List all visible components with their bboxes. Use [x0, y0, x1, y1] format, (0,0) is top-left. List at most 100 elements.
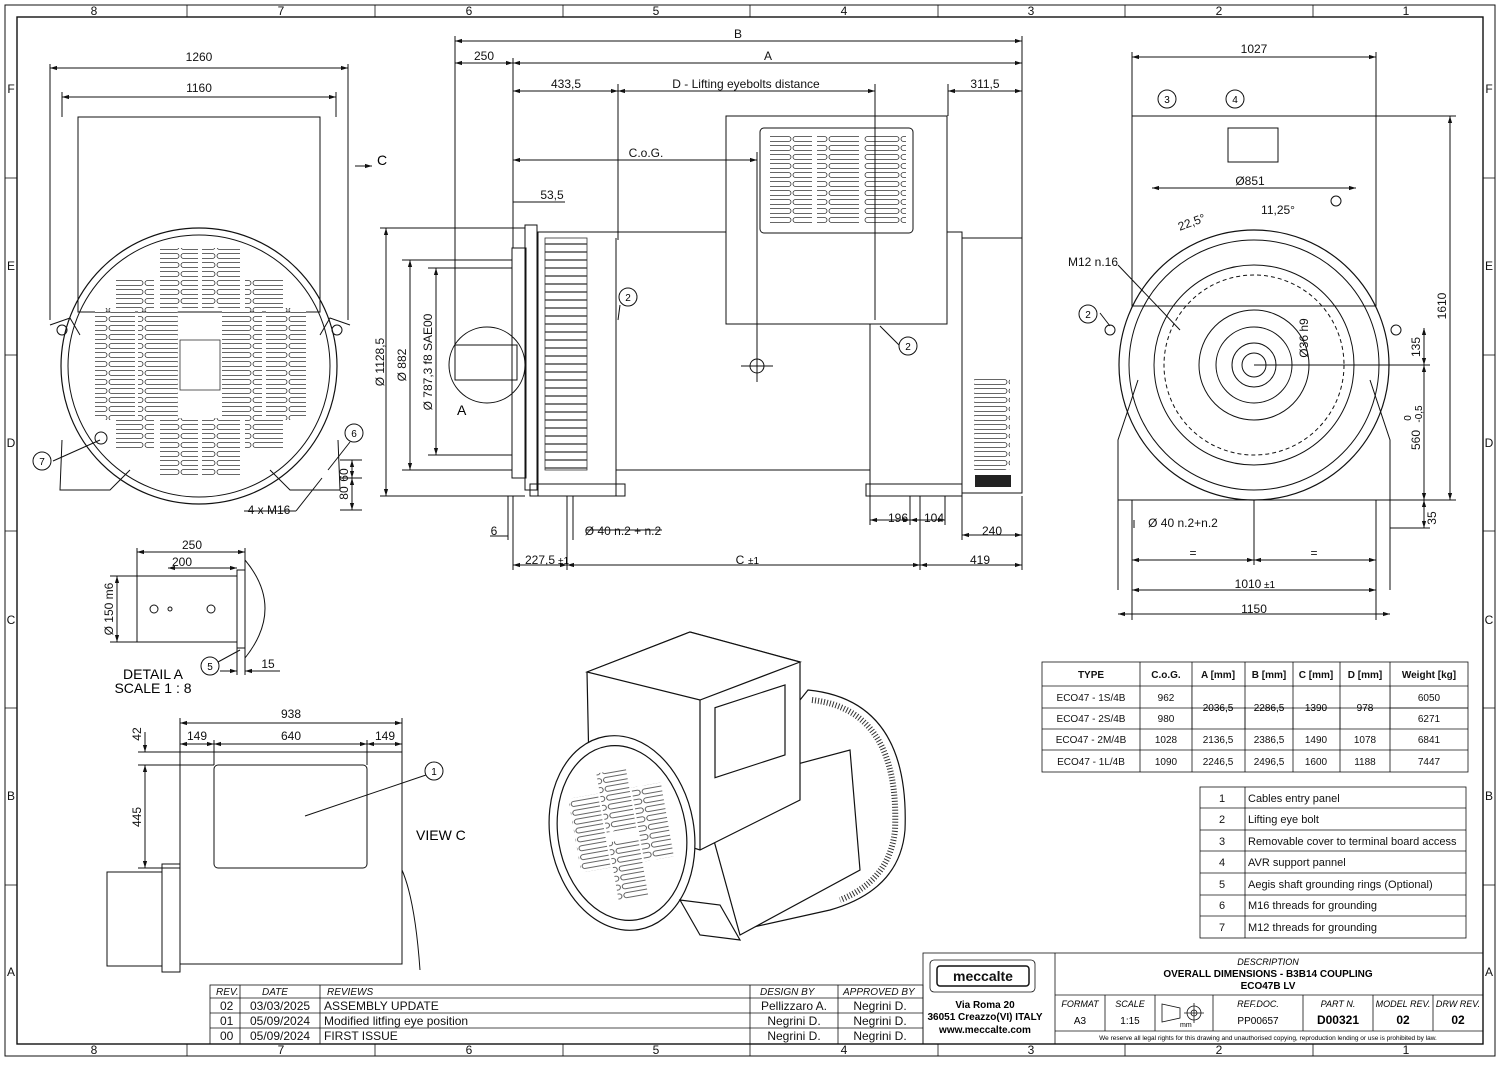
rev-cell: Pellizzaro A.: [761, 999, 827, 1013]
table-cell-a: 2036,5: [1203, 703, 1234, 714]
rev-cell: Negrini D.: [853, 1014, 906, 1028]
thread-note: 4 x M16: [248, 503, 291, 517]
table-cell-cog: 962: [1158, 693, 1175, 704]
dim-dia-787: Ø 787,3 f8 SAE00: [421, 313, 435, 410]
dim-C: C: [736, 553, 745, 567]
dim-433-5: 433,5: [551, 77, 581, 91]
modelrev-value: 02: [1396, 1013, 1410, 1027]
table-cell-type: ECO47 - 1S/4B: [1057, 693, 1126, 704]
dim-equal: =: [1189, 546, 1196, 560]
column-label: 8: [91, 4, 98, 18]
dim-A: A: [764, 49, 772, 63]
row-label: E: [7, 259, 15, 273]
company-logo-badge: [936, 965, 1030, 987]
revision-table: REV. DATE REVIEWS DESIGN BY APPROVED BY …: [209, 984, 924, 1045]
rev-header: DESIGN BY: [760, 987, 816, 998]
dim-dia-36: Ø36 h9: [1297, 318, 1311, 358]
description-line2: ECO47B LV: [1241, 981, 1296, 992]
front-louver-group: [138, 308, 178, 420]
dim-149: 149: [187, 729, 207, 743]
callout-number: 3: [1164, 95, 1170, 106]
callout-6: [344, 423, 364, 443]
rev-header: APPROVED BY: [842, 987, 916, 998]
rev-cell: Negrini D.: [767, 1014, 820, 1028]
column-label: 2: [1216, 1043, 1223, 1057]
column-label: 4: [841, 1043, 848, 1057]
rev-cell: 05/09/2024: [250, 1029, 310, 1043]
callout-number: 2: [905, 342, 911, 353]
dim-104: 104: [924, 511, 944, 525]
rev-header: DATE: [262, 987, 288, 998]
side-louver-group: [864, 134, 906, 226]
iso-louver-group: [608, 837, 649, 902]
front-louver-group: [266, 308, 306, 420]
row-label: E: [1485, 259, 1493, 273]
dim-560: 560: [1409, 430, 1423, 450]
dim-cog: C.o.G.: [629, 146, 664, 160]
table-header-a: A [mm]: [1201, 670, 1235, 681]
dim-m12: M12 n.16: [1068, 255, 1118, 269]
legend-number: 1: [1219, 793, 1225, 805]
front-louver-group: [222, 308, 262, 420]
rev-cell: Negrini D.: [853, 1029, 906, 1043]
callout-7: [32, 451, 52, 471]
legend-number: 3: [1219, 836, 1225, 848]
dim-width-1160: 1160: [186, 81, 212, 95]
column-label: 8: [91, 1043, 98, 1057]
company-address-line2: 36051 Creazzo(VI) ITALY: [927, 1012, 1042, 1023]
legend-text: Aegis shaft grounding rings (Optional): [1248, 879, 1433, 891]
dim-dia-1128: Ø 1128,5: [373, 337, 387, 386]
callout-5: [200, 656, 220, 676]
rev-cell: Modified litfing eye position: [324, 1014, 468, 1028]
terminal-strip: [975, 475, 1011, 487]
detail-a-view: 250 200 Ø 150 m6 15 DETAIL A SCALE 1 : 8…: [102, 538, 280, 696]
dim-250: 250: [182, 538, 202, 552]
column-label: 3: [1028, 4, 1035, 18]
callout-number: 4: [1232, 95, 1238, 106]
callout-number: 2: [625, 293, 631, 304]
dim-419: 419: [970, 553, 990, 567]
projection-symbol: [1161, 1003, 1204, 1023]
legend-table: 1 Cables entry panel 2 Lifting eye bolt …: [1199, 786, 1467, 939]
detail-a-marker: A: [457, 402, 467, 418]
rev-cell: Negrini D.: [767, 1029, 820, 1043]
callout-1: [424, 761, 444, 781]
drwrev-label: DRW REV.: [1436, 999, 1480, 1009]
legend-number: 5: [1219, 879, 1225, 891]
table-cell-weight: 6050: [1418, 693, 1441, 704]
dim-dia-40: Ø 40 n.2+n.2: [1148, 516, 1218, 530]
table-cell-d: 1078: [1354, 735, 1377, 746]
callout-2: [1078, 304, 1098, 324]
column-label: 5: [653, 1043, 660, 1057]
side-louver-group: [817, 134, 859, 226]
table-cell-b: 2386,5: [1254, 735, 1285, 746]
table-cell-type: ECO47 - 2M/4B: [1056, 735, 1127, 746]
callout-number: 5: [207, 662, 213, 673]
table-header-cog: C.o.G.: [1151, 670, 1181, 681]
rev-cell: 05/09/2024: [250, 1014, 310, 1028]
front-louver-group: [160, 248, 198, 308]
legend-text: Cables entry panel: [1248, 793, 1340, 805]
dim-1150: 1150: [1241, 602, 1267, 616]
unit-label: mm: [1180, 1022, 1192, 1029]
dim-15: 15: [261, 657, 275, 671]
view-c-title: VIEW C: [416, 827, 466, 843]
side-louver-group: [770, 134, 812, 226]
frame-labels: 8 7 6 5 4 3 2 1 8 7 6 5 4 3 2 1 F E D C …: [7, 4, 1494, 1057]
dim-42: 42: [130, 727, 144, 741]
iso-fan-grill: [811, 697, 899, 903]
front-louver-group: [95, 308, 135, 420]
scale-value: 1:15: [1120, 1016, 1140, 1027]
scale-label: SCALE: [1115, 999, 1146, 1009]
column-label: 1: [1403, 1043, 1410, 1057]
legend-text: M12 threads for grounding: [1248, 922, 1377, 934]
dim-D-lifting: D - Lifting eyebolts distance: [672, 77, 820, 91]
table-header-type: TYPE: [1078, 670, 1104, 681]
table-cell-cog: 1028: [1155, 735, 1178, 746]
callout-number: 6: [351, 429, 357, 440]
company-logo: meccalte: [953, 968, 1013, 984]
rights-notice: We reserve all legal rights for this dra…: [1099, 1035, 1437, 1042]
dim-width-1260: 1260: [186, 50, 213, 64]
